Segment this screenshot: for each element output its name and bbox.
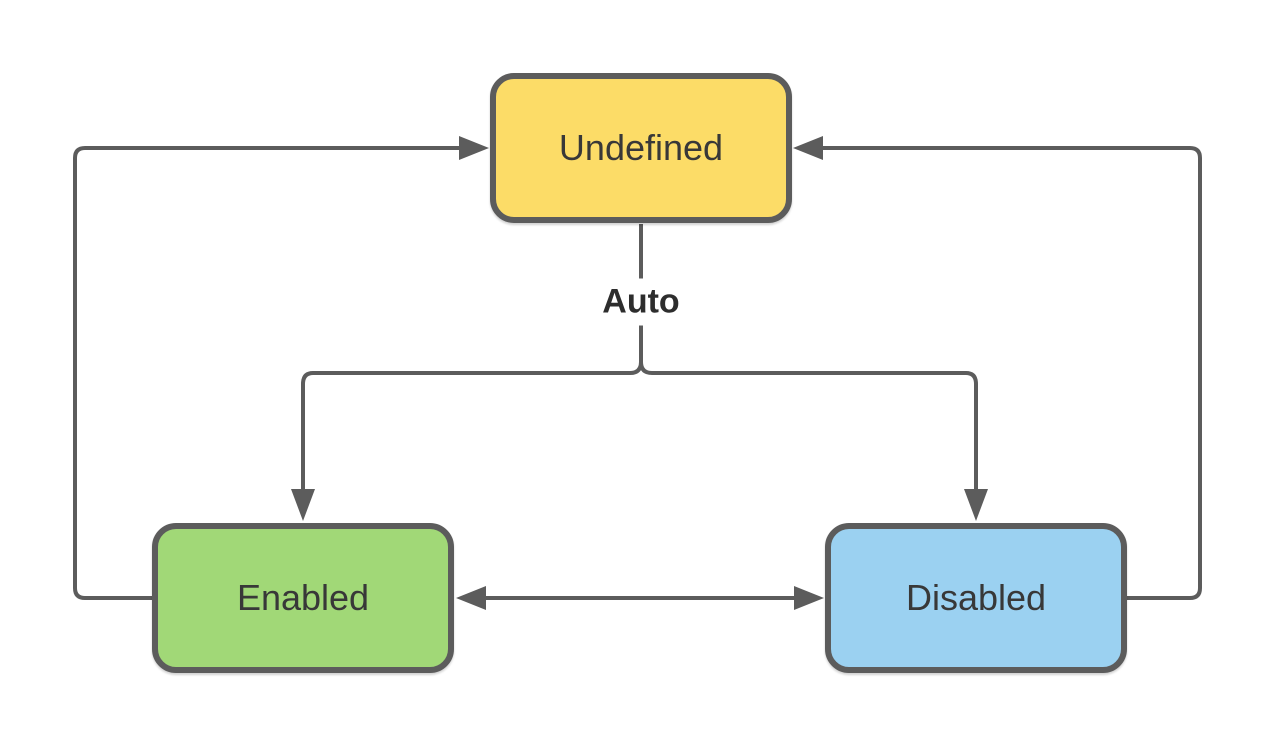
edge-enabled-to-undefined — [73, 146, 459, 600]
node-undefined-label: Undefined — [558, 127, 724, 168]
edge-disabled-to-undefined — [823, 146, 1202, 600]
edge-label-auto: Auto — [594, 278, 688, 326]
arrowhead-into-disabled-left — [794, 586, 824, 610]
edge-auto-to-enabled — [301, 361, 643, 490]
arrowhead-into-enabled-right — [456, 586, 486, 610]
node-undefined: Undefined — [490, 73, 792, 223]
arrowhead-into-enabled-top — [291, 489, 315, 521]
node-enabled: Enabled — [152, 523, 454, 673]
node-disabled: Disabled — [825, 523, 1127, 673]
edge-auto-to-disabled — [639, 361, 978, 490]
arrowhead-into-undefined-right — [793, 136, 823, 160]
node-enabled-label: Enabled — [236, 577, 370, 618]
arrowhead-into-undefined-left — [459, 136, 489, 160]
arrowhead-into-disabled-top — [964, 489, 988, 521]
node-disabled-label: Disabled — [905, 577, 1047, 618]
